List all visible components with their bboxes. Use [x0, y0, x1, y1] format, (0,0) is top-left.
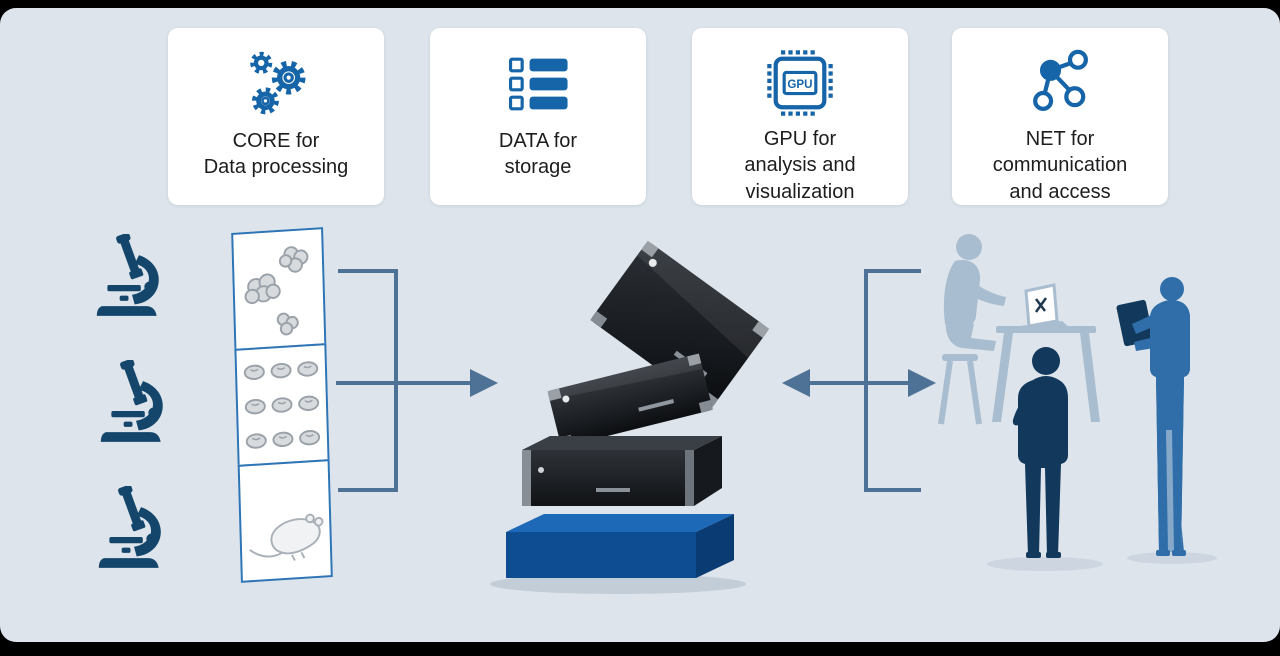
storage-servers-icon [500, 44, 576, 124]
card-gpu: GPU GPU for analysis and visualization [692, 28, 908, 205]
gpu-chip-text: GPU [787, 78, 812, 91]
card-net-label: NET for communication and access [992, 127, 1128, 203]
specimen-panel-animal [237, 459, 333, 583]
gpu-chip-icon: GPU [762, 44, 838, 122]
brain-grid-icon [243, 361, 321, 449]
molecule-clusters-icon [244, 246, 309, 336]
specimen-panel-molecules [231, 227, 327, 351]
gears-icon [238, 44, 314, 124]
specimen-panel-brains [234, 343, 330, 467]
network-nodes-icon [1022, 44, 1098, 122]
card-core: CORE for Data processing [168, 28, 384, 205]
card-net: NET for communication and access [952, 28, 1168, 205]
lab-animal-outline-icon [249, 513, 324, 561]
card-data: DATA for storage [430, 28, 646, 205]
card-core-label: CORE for Data processing [203, 130, 349, 179]
card-gpu-label: GPU for analysis and visualization [744, 127, 856, 203]
card-data-label: DATA for storage [498, 130, 578, 179]
specimen-strip [231, 227, 333, 583]
